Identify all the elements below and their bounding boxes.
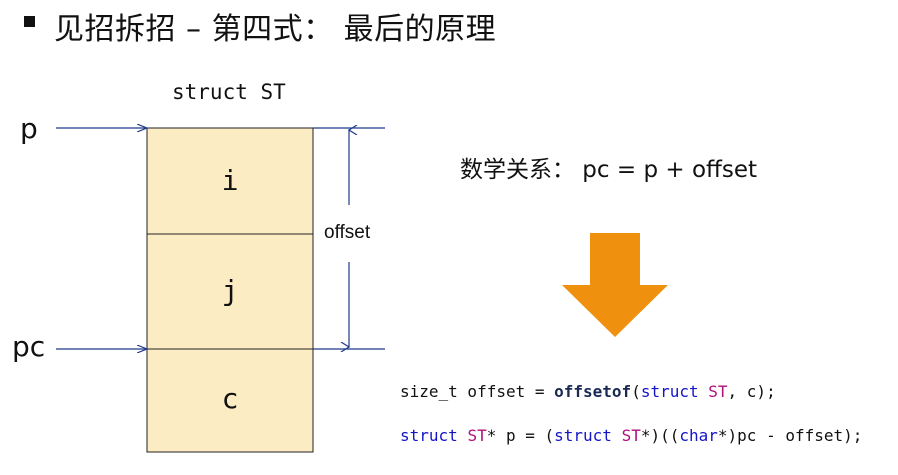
slide-title: 见招拆招 – 第四式： 最后的原理 [54,12,497,47]
pointer-pc-label: pc [12,330,46,363]
code-text: *)(( [640,426,680,445]
code-line-1: size_t offset = offsetof(struct ST, c); [400,382,776,401]
math-relation: 数学关系： pc = p + offset [460,157,758,183]
code-keyword: struct [554,426,612,445]
code-text [612,426,622,445]
code-type: ST [621,426,641,445]
code-text: , c); [727,382,776,401]
field-label-j: j [221,274,239,307]
field-label-c: c [221,382,239,415]
code-function: offsetof [554,382,632,401]
field-label-i: i [221,164,239,197]
code-text: * p = ( [486,426,555,445]
offset-label: offset [324,222,371,243]
down-arrow-icon [562,233,668,337]
title-bullet [24,16,35,27]
code-text: ( [631,382,641,401]
code-type: ST [708,382,728,401]
code-text [458,426,468,445]
code-type: ST [467,426,487,445]
code-text: size_t offset = [400,382,555,401]
code-keyword: struct [640,382,699,401]
code-text: *)pc - offset); [717,426,863,445]
field-box-j [146,233,314,350]
field-box-c [146,348,314,453]
code-text [699,382,709,401]
struct-label: struct ST [172,80,286,104]
code-line-2: struct ST* p = (struct ST*)((char*)pc - … [400,426,862,445]
field-box-i [146,127,314,235]
code-keyword: struct [400,426,458,445]
code-keyword: char [679,426,718,445]
pointer-p-label: p [20,112,38,145]
